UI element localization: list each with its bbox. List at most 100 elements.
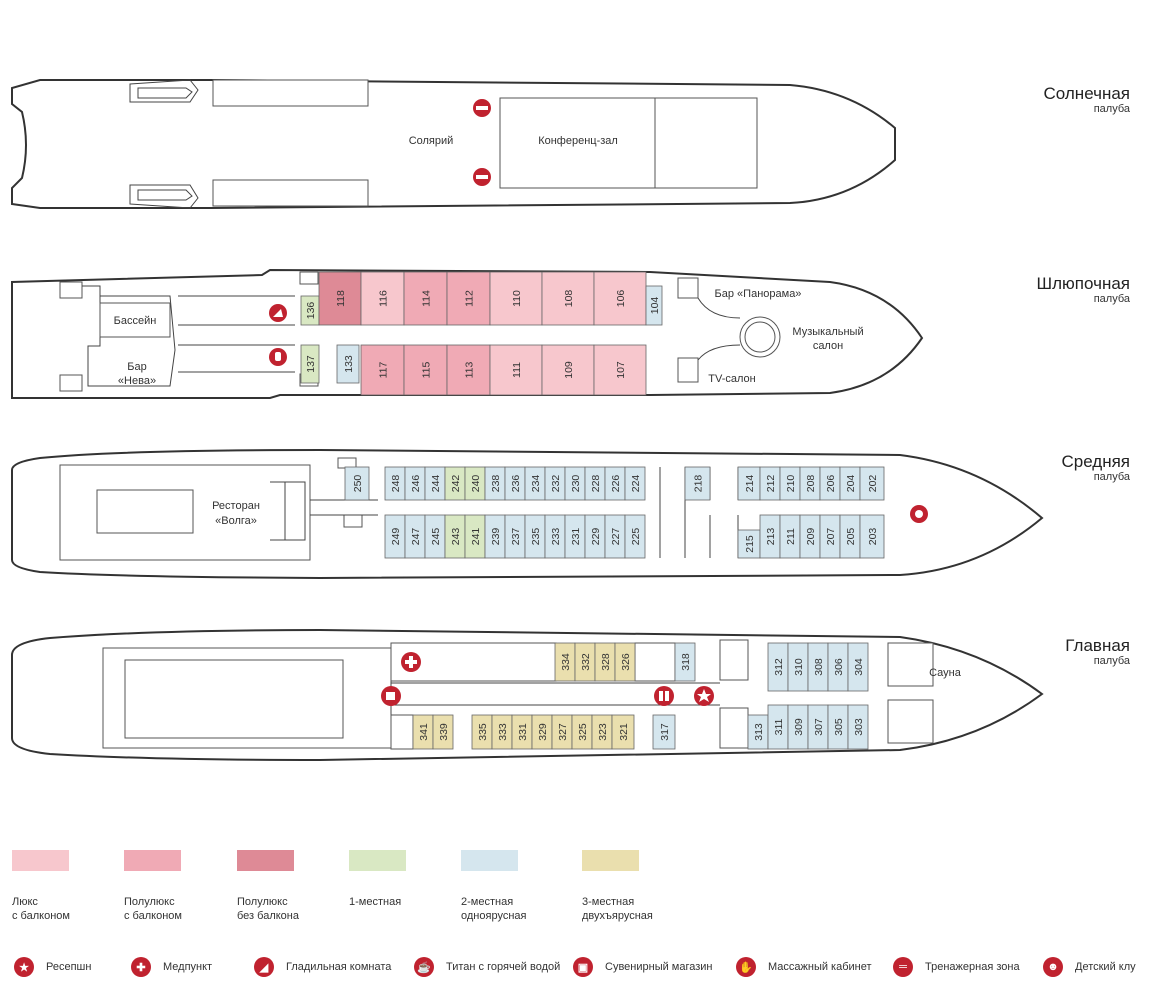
cabin-240[interactable]: 240 <box>464 466 486 501</box>
cabin-307[interactable]: 307 <box>807 704 829 750</box>
cabin-116-fill[interactable] <box>360 271 405 326</box>
cabin-225[interactable]: 225 <box>624 514 646 559</box>
cabin-244[interactable]: 244 <box>424 466 446 501</box>
cabin-332[interactable]: 332 <box>574 642 596 682</box>
cabin-306[interactable]: 306 <box>827 642 849 692</box>
cabin-326[interactable]: 326 <box>614 642 636 682</box>
cabin-238[interactable]: 238 <box>484 466 506 501</box>
cabin-214[interactable]: 214 <box>737 466 761 501</box>
cabin-229[interactable]: 229 <box>584 514 606 559</box>
cabin-224-fill[interactable] <box>624 466 646 501</box>
cabin-331[interactable]: 331 <box>511 714 533 750</box>
cabin-210[interactable]: 210 <box>779 466 801 501</box>
cabin-203-fill[interactable] <box>859 514 885 559</box>
cabin-212[interactable]: 212 <box>759 466 781 501</box>
cabin-107[interactable]: 107 <box>593 344 647 396</box>
cabin-318-fill[interactable] <box>674 642 696 682</box>
cabin-311[interactable]: 311 <box>767 704 789 750</box>
cabin-234[interactable]: 234 <box>524 466 546 501</box>
cabin-309[interactable]: 309 <box>787 704 809 750</box>
cabin-239[interactable]: 239 <box>484 514 506 559</box>
cabin-215[interactable]: 215 <box>737 529 761 559</box>
cabin-117[interactable]: 117 <box>360 344 405 396</box>
cabin-341[interactable]: 341 <box>412 714 434 750</box>
cabin-106[interactable]: 106 <box>593 271 647 326</box>
cabin-242[interactable]: 242 <box>444 466 466 501</box>
cabin-104-fill[interactable] <box>645 285 663 326</box>
cabin-113-fill[interactable] <box>446 344 491 396</box>
cabin-303[interactable]: 303 <box>847 704 869 750</box>
cabin-327[interactable]: 327 <box>551 714 573 750</box>
cabin-213[interactable]: 213 <box>759 514 781 559</box>
cabin-317-fill[interactable] <box>652 714 676 750</box>
cabin-326-fill[interactable] <box>614 642 636 682</box>
cabin-308[interactable]: 308 <box>807 642 829 692</box>
cabin-245[interactable]: 245 <box>424 514 446 559</box>
cabin-329[interactable]: 329 <box>531 714 553 750</box>
cabin-115[interactable]: 115 <box>403 344 448 396</box>
cabin-109[interactable]: 109 <box>541 344 595 396</box>
cabin-111-fill[interactable] <box>489 344 543 396</box>
cabin-250[interactable]: 250 <box>344 466 370 501</box>
cabin-113[interactable]: 113 <box>446 344 491 396</box>
cabin-202-fill[interactable] <box>859 466 885 501</box>
cabin-108-fill[interactable] <box>541 271 595 326</box>
cabin-305[interactable]: 305 <box>827 704 849 750</box>
cabin-133-fill[interactable] <box>336 344 360 384</box>
cabin-118[interactable]: 118 <box>318 271 362 326</box>
cabin-243[interactable]: 243 <box>444 514 466 559</box>
cabin-323[interactable]: 323 <box>591 714 613 750</box>
cabin-321-fill[interactable] <box>611 714 635 750</box>
cabin-114-fill[interactable] <box>403 271 448 326</box>
cabin-118-fill[interactable] <box>318 271 362 326</box>
cabin-235[interactable]: 235 <box>524 514 546 559</box>
cabin-321[interactable]: 321 <box>611 714 635 750</box>
cabin-110[interactable]: 110 <box>489 271 543 326</box>
cabin-218[interactable]: 218 <box>684 466 711 501</box>
cabin-339-fill[interactable] <box>432 714 454 750</box>
cabin-228[interactable]: 228 <box>584 466 606 501</box>
cabin-339[interactable]: 339 <box>432 714 454 750</box>
cabin-312[interactable]: 312 <box>767 642 789 692</box>
cabin-325[interactable]: 325 <box>571 714 593 750</box>
cabin-333[interactable]: 333 <box>491 714 513 750</box>
cabin-304[interactable]: 304 <box>847 642 869 692</box>
cabin-208[interactable]: 208 <box>799 466 821 501</box>
cabin-206[interactable]: 206 <box>819 466 841 501</box>
cabin-232[interactable]: 232 <box>544 466 566 501</box>
cabin-104[interactable]: 104 <box>645 285 663 326</box>
cabin-218-fill[interactable] <box>684 466 711 501</box>
cabin-241[interactable]: 241 <box>464 514 486 559</box>
cabin-335[interactable]: 335 <box>471 714 493 750</box>
cabin-225-fill[interactable] <box>624 514 646 559</box>
cabin-231[interactable]: 231 <box>564 514 586 559</box>
cabin-137-fill[interactable] <box>300 344 320 384</box>
cabin-117-fill[interactable] <box>360 344 405 396</box>
cabin-136[interactable]: 136 <box>300 295 320 326</box>
cabin-137[interactable]: 137 <box>300 344 320 384</box>
cabin-203[interactable]: 203 <box>859 514 885 559</box>
cabin-310[interactable]: 310 <box>787 642 809 692</box>
cabin-112-fill[interactable] <box>446 271 491 326</box>
cabin-116[interactable]: 116 <box>360 271 405 326</box>
cabin-109-fill[interactable] <box>541 344 595 396</box>
cabin-204[interactable]: 204 <box>839 466 861 501</box>
cabin-202[interactable]: 202 <box>859 466 885 501</box>
cabin-313[interactable]: 313 <box>747 714 769 750</box>
cabin-108[interactable]: 108 <box>541 271 595 326</box>
cabin-112[interactable]: 112 <box>446 271 491 326</box>
cabin-209[interactable]: 209 <box>799 514 821 559</box>
cabin-246[interactable]: 246 <box>404 466 426 501</box>
cabin-334[interactable]: 334 <box>554 642 576 682</box>
cabin-114[interactable]: 114 <box>403 271 448 326</box>
cabin-233[interactable]: 233 <box>544 514 566 559</box>
cabin-248[interactable]: 248 <box>384 466 406 501</box>
cabin-230[interactable]: 230 <box>564 466 586 501</box>
cabin-247[interactable]: 247 <box>404 514 426 559</box>
cabin-115-fill[interactable] <box>403 344 448 396</box>
cabin-133[interactable]: 133 <box>336 344 360 384</box>
cabin-237[interactable]: 237 <box>504 514 526 559</box>
cabin-227[interactable]: 227 <box>604 514 626 559</box>
cabin-249[interactable]: 249 <box>384 514 406 559</box>
cabin-318[interactable]: 318 <box>674 642 696 682</box>
